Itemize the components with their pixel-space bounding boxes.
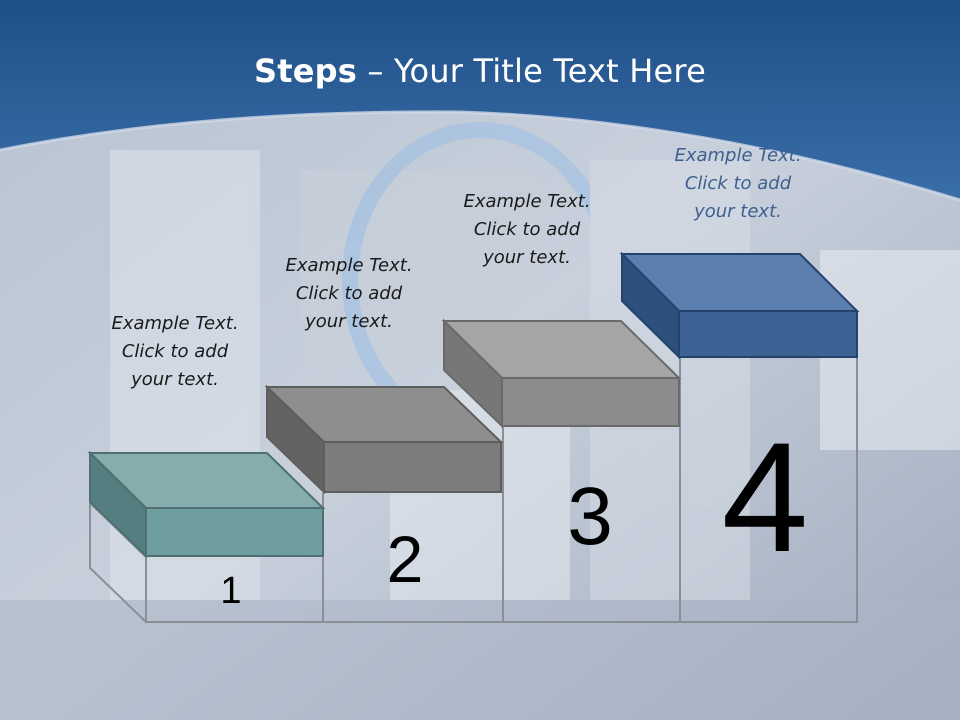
caption-line: your text. (483, 247, 571, 268)
step-1-front (145, 507, 324, 557)
caption-step-1[interactable]: Example Text. Click to add your text. (80, 310, 270, 394)
step-2-front (323, 441, 502, 493)
step-4-number: 4 (721, 411, 809, 585)
caption-step-3[interactable]: Example Text. Click to add your text. (432, 188, 622, 272)
slide-title[interactable]: Steps – Your Title Text Here (0, 52, 960, 90)
caption-line: your text. (305, 311, 393, 332)
step-1-block[interactable] (87, 450, 326, 559)
caption-line: your text. (131, 369, 219, 390)
caption-line: Example Text. (463, 191, 591, 212)
caption-line: Example Text. (285, 255, 413, 276)
step-1-number: 1 (220, 570, 242, 612)
caption-line: Click to add (684, 173, 792, 194)
step-4-front (678, 310, 858, 358)
step-3-front (501, 377, 680, 427)
caption-line: Click to add (473, 219, 581, 240)
background-photo (0, 122, 960, 720)
step-2-block[interactable] (264, 384, 504, 495)
header-edge (0, 110, 960, 202)
caption-step-4[interactable]: Example Text. Click to add your text. (643, 142, 833, 226)
step-2-number: 2 (386, 522, 424, 596)
step-3-block[interactable] (441, 318, 682, 429)
step-4-block[interactable] (619, 251, 860, 360)
caption-line: Example Text. (674, 145, 802, 166)
header-band (0, 0, 960, 200)
caption-line: your text. (694, 201, 782, 222)
caption-line: Click to add (295, 283, 403, 304)
title-rest: – Your Title Text Here (357, 52, 706, 90)
caption-step-2[interactable]: Example Text. Click to add your text. (254, 252, 444, 336)
step-3-number: 3 (567, 471, 613, 562)
caption-line: Example Text. (111, 313, 239, 334)
title-bold: Steps (254, 52, 358, 90)
caption-line: Click to add (121, 341, 229, 362)
